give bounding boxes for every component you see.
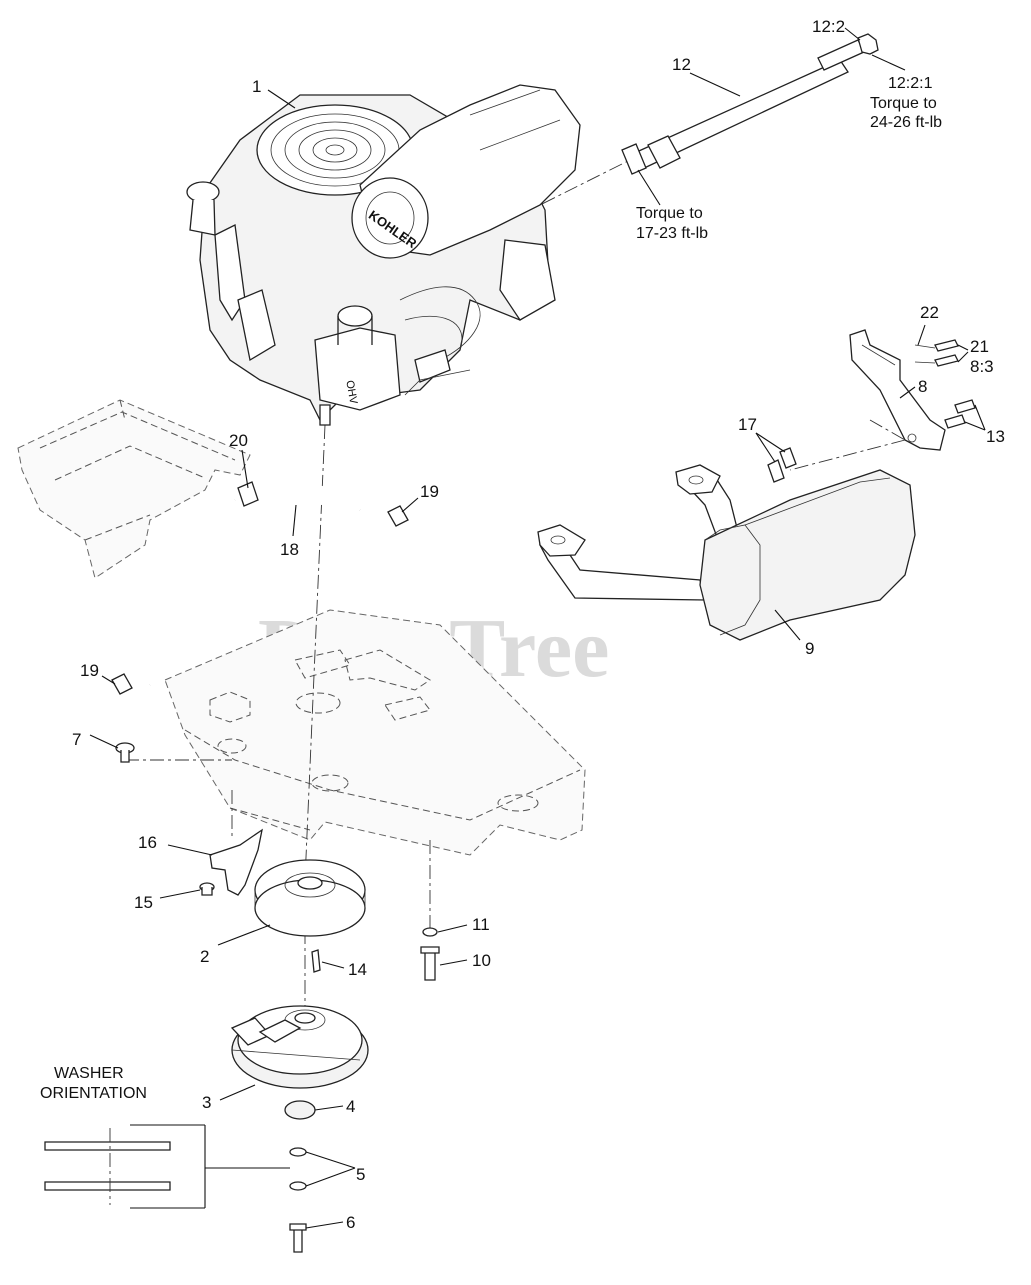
engine-assembly: KOHLER OHV xyxy=(186,84,581,426)
nut-torque-line-2: 24-26 ft-lb xyxy=(870,114,942,131)
torque-notes: 12:2:1 Torque to 24-26 ft-lb Torque to 1… xyxy=(636,75,942,242)
callout-19-top: 19 xyxy=(420,482,439,501)
shaft-torque-line-1: Torque to xyxy=(636,205,703,222)
bolt-6 xyxy=(289,1223,307,1253)
callout-1: 1 xyxy=(252,77,261,96)
callout-6: 6 xyxy=(346,1213,355,1232)
callout-16: 16 xyxy=(138,833,157,852)
shaft-torque-line-2: 17-23 ft-lb xyxy=(636,225,708,242)
callout-12-2: 12:2 xyxy=(812,17,845,36)
washer-orientation-title-1: WASHER xyxy=(54,1065,124,1082)
pulley-key xyxy=(311,949,321,973)
ghost-deck-plate xyxy=(164,609,586,856)
callout-9: 9 xyxy=(805,639,814,658)
muffler-bracket xyxy=(849,329,976,451)
ghost-frame-bracket xyxy=(17,399,251,579)
callout-7: 7 xyxy=(72,730,81,749)
washer-orientation-title-2: ORIENTATION xyxy=(40,1085,147,1102)
fastener-15 xyxy=(199,882,215,896)
callout-17: 17 xyxy=(738,415,757,434)
leader-lines xyxy=(89,27,986,1229)
washer-orientation-inset: WASHER ORIENTATION xyxy=(40,1065,290,1209)
callout-20: 20 xyxy=(229,431,248,450)
fuel-line xyxy=(111,481,409,695)
callout-2: 2 xyxy=(200,947,209,966)
nut-callout-12-2-1: 12:2:1 xyxy=(888,75,933,92)
drive-shaft xyxy=(621,33,879,175)
callout-15: 15 xyxy=(134,893,153,912)
callout-11: 11 xyxy=(472,915,490,934)
callout-19-bottom: 19 xyxy=(80,661,99,680)
callout-12: 12 xyxy=(672,55,691,74)
svg-text:OHV: OHV xyxy=(343,379,359,405)
pto-clutch xyxy=(230,1005,369,1089)
nut-torque-line-1: Torque to xyxy=(870,95,937,112)
callout-3: 3 xyxy=(202,1093,211,1112)
callout-8-3: 8:3 xyxy=(970,357,994,376)
bolt-10 xyxy=(420,946,440,981)
muffler-assembly xyxy=(537,447,916,641)
callout-14: 14 xyxy=(348,960,367,979)
spacer-4 xyxy=(284,1100,316,1120)
callout-18: 18 xyxy=(280,540,299,559)
carriage-bolt-7 xyxy=(115,742,135,763)
callout-13: 13 xyxy=(986,427,1005,446)
callout-5: 5 xyxy=(356,1165,365,1184)
bracket-16 xyxy=(209,828,263,896)
callout-labels: 1 2 3 4 5 6 7 8 9 10 11 12 12:2 13 14 15… xyxy=(72,17,1005,1232)
callout-8: 8 xyxy=(918,377,927,396)
callout-21: 21 xyxy=(970,337,989,356)
pulley xyxy=(254,859,366,937)
washers-5 xyxy=(289,1147,307,1191)
washer-11 xyxy=(422,927,438,937)
callout-22: 22 xyxy=(920,303,939,322)
callout-4: 4 xyxy=(346,1097,355,1116)
callout-10: 10 xyxy=(472,951,491,970)
